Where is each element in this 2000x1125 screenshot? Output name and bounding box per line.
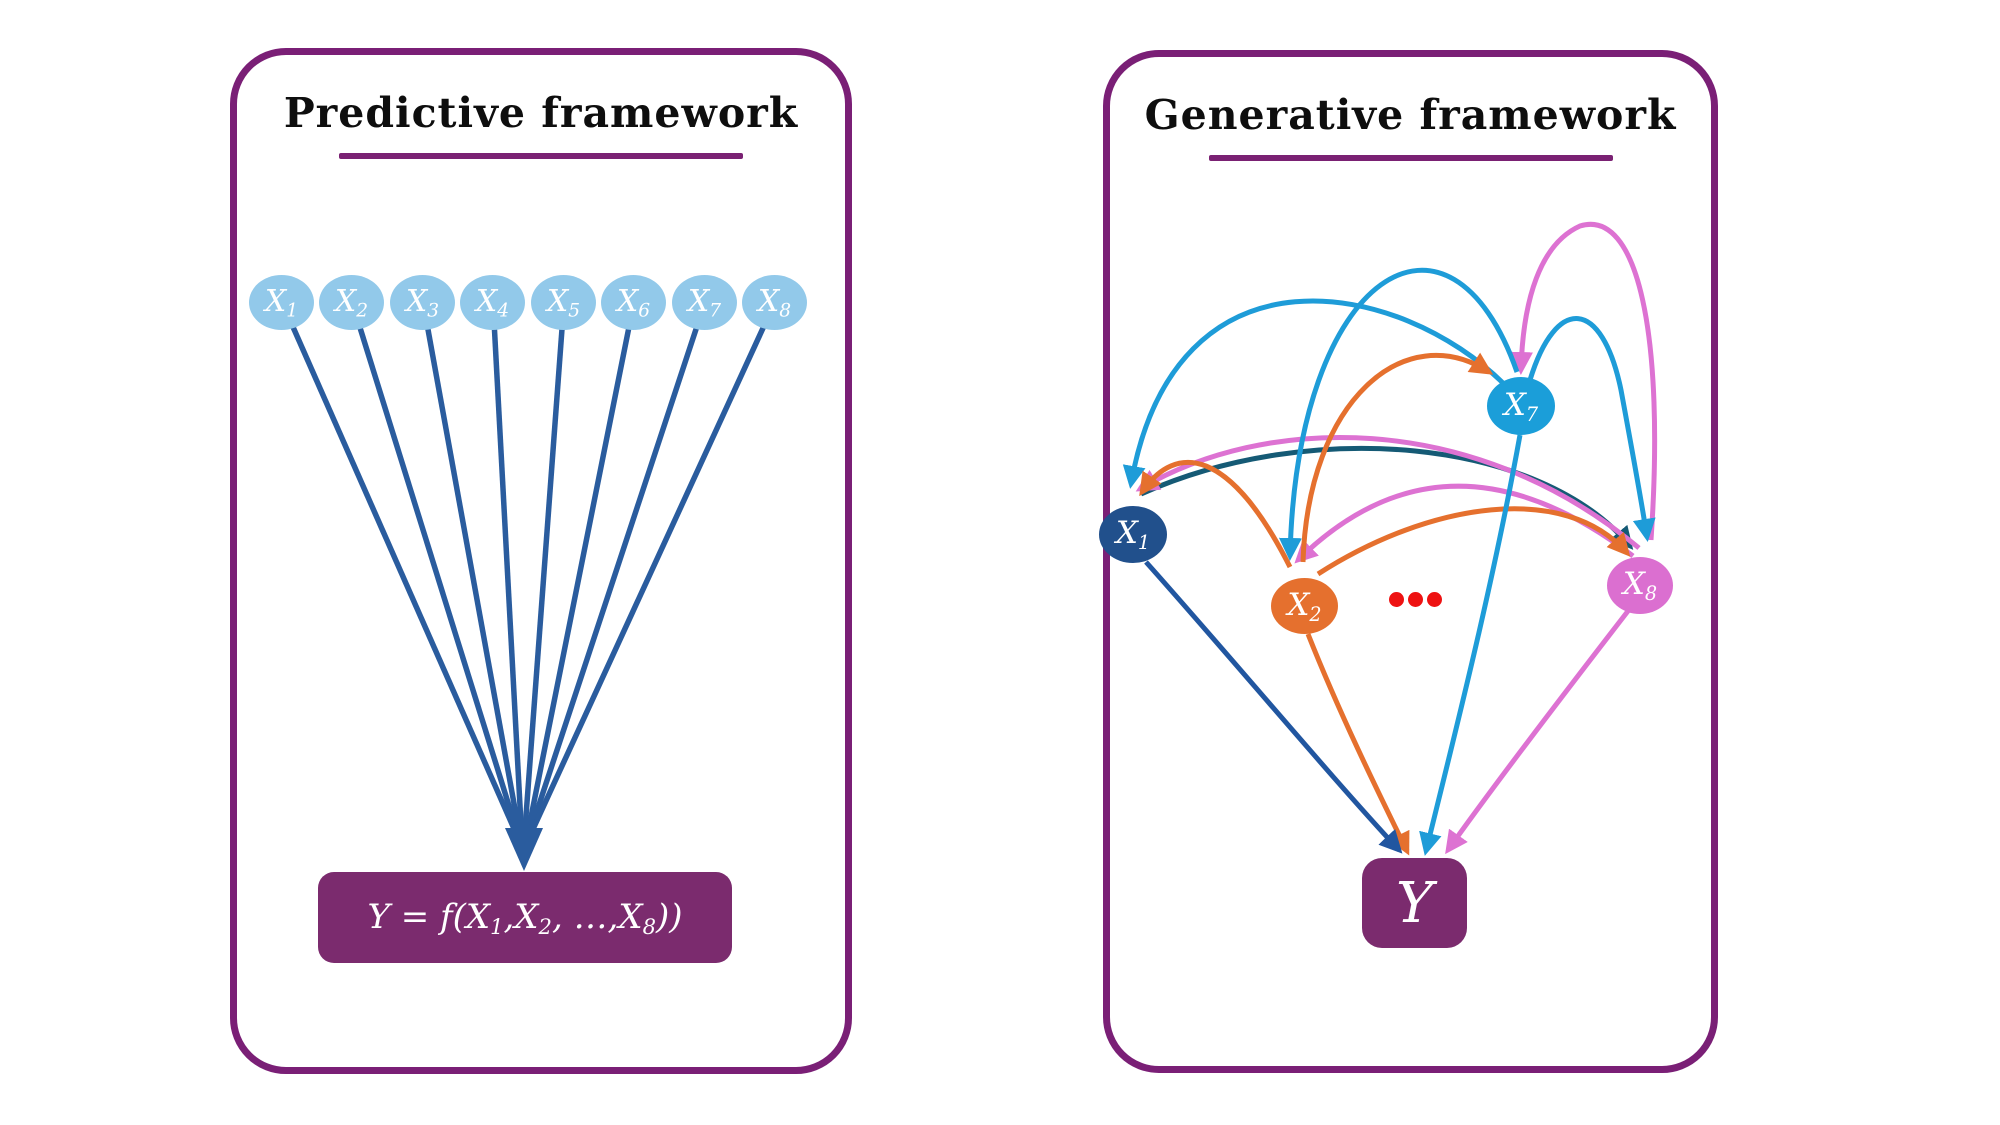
ellipsis-dots: ... (1389, 592, 1442, 607)
edge-x7-to-x8 (1527, 316, 1656, 542)
input-node-x6: X6 (601, 275, 666, 330)
formula-text: Y = f(X1,X2, …,X8)) (367, 896, 683, 939)
predict-line-x2 (349, 301, 523, 842)
title-underline (339, 153, 743, 159)
input-node-x1: X1 (249, 275, 314, 330)
predict-line-x1 (279, 300, 522, 842)
predict-line-x6 (523, 301, 637, 843)
predict-line-x7 (524, 301, 708, 842)
predictive-arrowhead (505, 828, 543, 871)
edge-x7-to-x1 (1122, 298, 1507, 489)
predict-line-x8 (525, 300, 778, 842)
input-node-x8: X8 (742, 275, 807, 330)
ellipsis-dot (1408, 592, 1423, 607)
edge-x2-to-x1 (1139, 459, 1293, 569)
generative-panel-title: Generative framework (1144, 91, 1677, 139)
graph-node-x1: X1 (1099, 506, 1167, 563)
edge-x1-to-x8 (1139, 445, 1634, 550)
edge-x2-to-x7 (1300, 352, 1494, 563)
input-node-x4: X4 (460, 275, 525, 330)
edge-x1-to-y (1144, 560, 1403, 854)
input-node-x5: X5 (531, 275, 596, 330)
edge-x8-to-x7 (1510, 221, 1658, 541)
predictive-fan-lines (279, 300, 778, 844)
ellipsis-dot (1427, 592, 1442, 607)
graph-node-x8: X8 (1607, 557, 1673, 614)
predictive-panel-title: Predictive framework (283, 89, 799, 137)
edge-x7-to-y (1419, 434, 1523, 856)
ellipsis-dot (1389, 592, 1404, 607)
input-node-x2: X2 (319, 275, 384, 330)
edge-x2-to-y (1305, 633, 1410, 856)
y-output-box: Y (1362, 858, 1467, 948)
input-node-x7: X7 (672, 275, 737, 330)
edge-x2-to-x8 (1316, 506, 1631, 577)
edge-x7-to-x2 (1278, 267, 1520, 561)
y-label: Y (1396, 870, 1433, 936)
predict-line-x4 (490, 301, 525, 844)
generative-panel: Generative framework (1103, 50, 1718, 1073)
input-node-x3: X3 (390, 275, 455, 330)
edge-x8-to-y (1445, 609, 1630, 855)
graph-node-x2: X2 (1271, 578, 1338, 634)
formula-box: Y = f(X1,X2, …,X8)) (318, 872, 732, 963)
title-underline (1208, 155, 1613, 161)
graph-node-x7: X7 (1487, 377, 1555, 435)
predict-line-x5 (521, 301, 567, 844)
predict-line-x3 (420, 301, 524, 843)
